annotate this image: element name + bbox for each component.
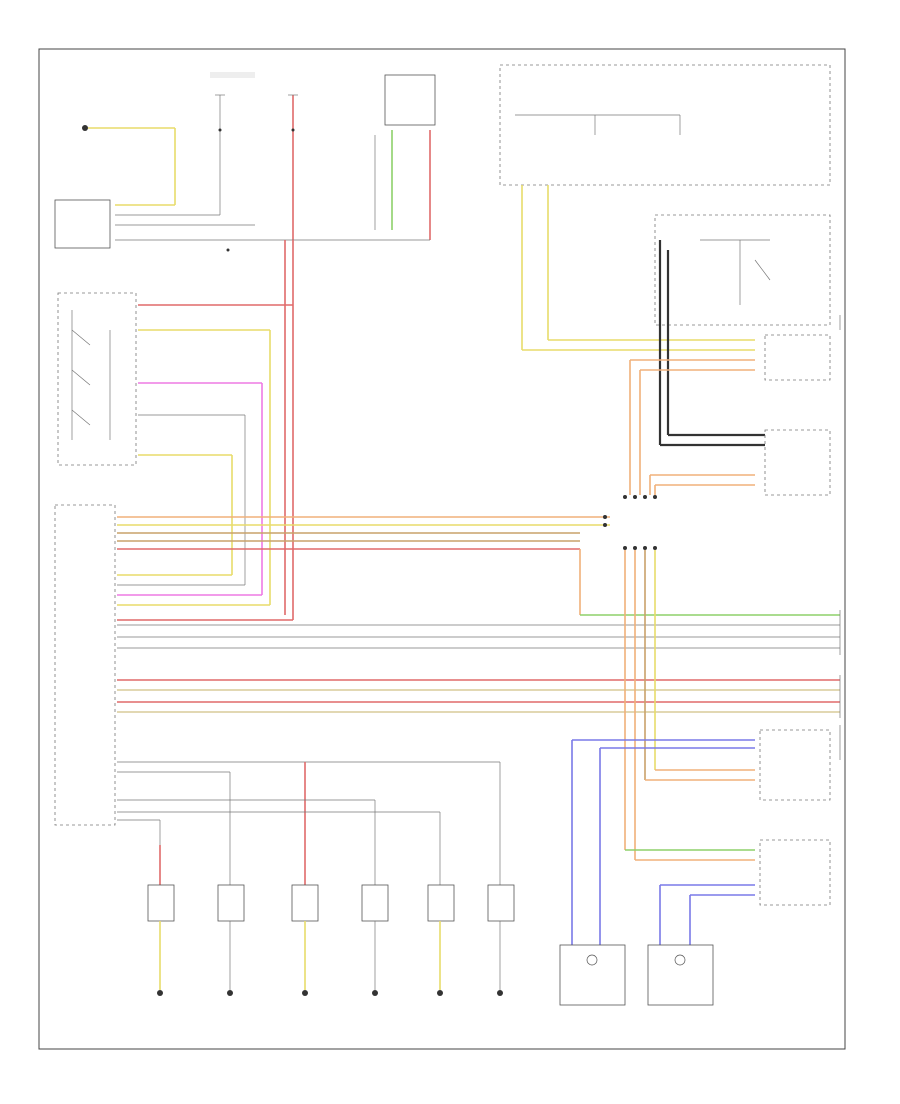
ground-top-left	[82, 125, 176, 205]
bulb-right-1	[361, 884, 389, 922]
fuse-panel-box	[384, 74, 436, 126]
splice-nodes-lower	[623, 546, 657, 550]
central-electrical-panel	[764, 334, 831, 381]
diagram-frame	[38, 48, 846, 1050]
hot-feed-left-label	[210, 72, 255, 78]
data-bus-connector	[764, 429, 831, 496]
hot-feed-right	[288, 94, 298, 240]
hot-feed-left	[210, 72, 255, 215]
brake-light-switch	[54, 199, 111, 249]
bulb-left-1	[147, 884, 175, 922]
instrument-cluster	[499, 64, 831, 186]
headlight-switch	[57, 292, 137, 466]
left-headlamp-control-module	[759, 729, 831, 801]
right-xenon-headlamp-lamp	[647, 944, 714, 1006]
bulb-left-2	[217, 884, 245, 922]
bulb-row	[147, 762, 515, 996]
steering-column-switch-module	[654, 214, 831, 326]
bulb-right-3	[487, 884, 515, 922]
bulb-right-2	[427, 884, 455, 922]
headlight-switch-contacts	[71, 310, 111, 440]
vehicle-electrical-system-control-module	[54, 504, 116, 826]
bulb-left-3	[291, 884, 319, 922]
splice-nodes-upper	[603, 495, 657, 527]
right-headlamp-control-module	[759, 839, 831, 906]
left-xenon-headlamp-lamp	[559, 944, 626, 1006]
